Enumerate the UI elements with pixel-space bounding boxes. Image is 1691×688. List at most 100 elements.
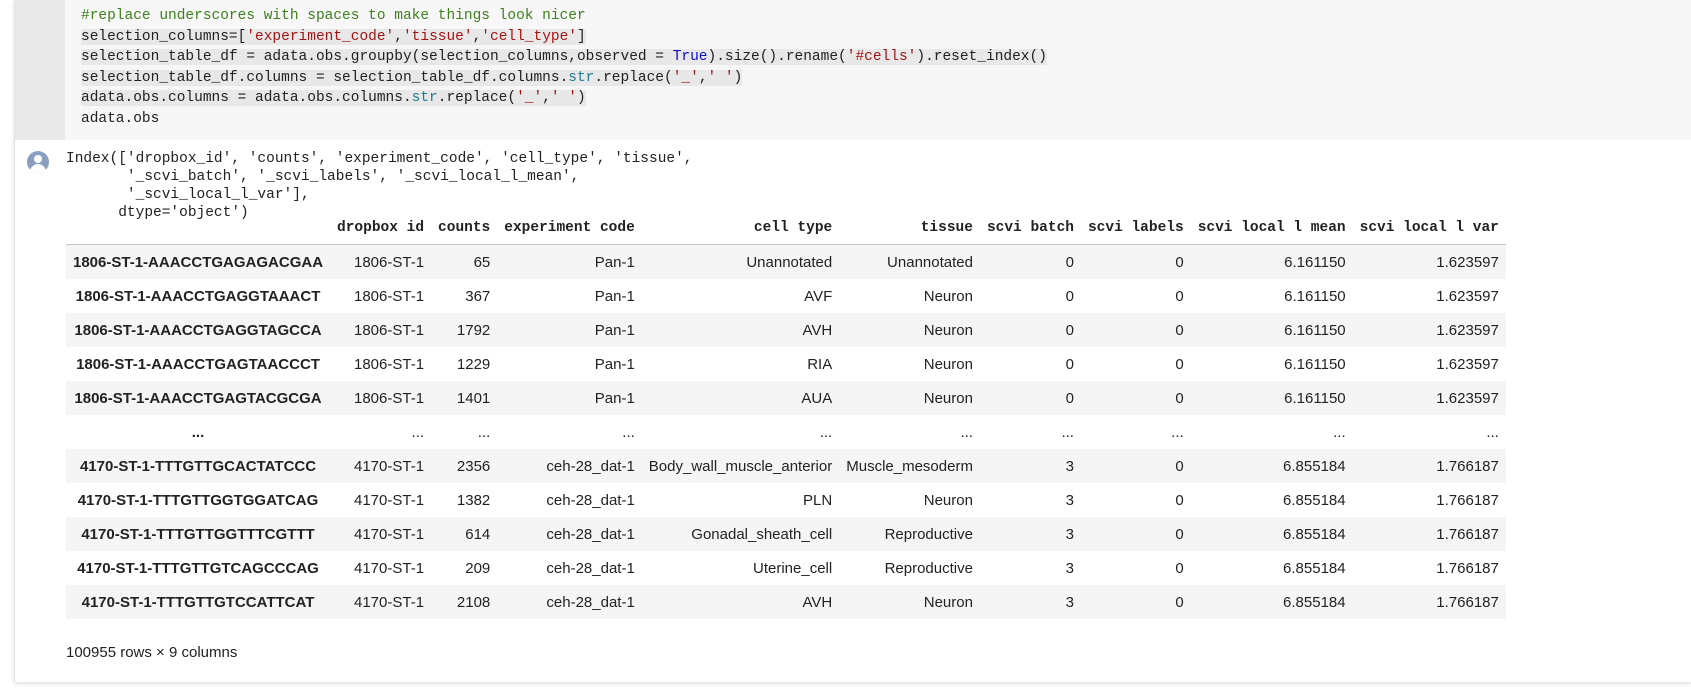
table-cell: 6.855184 (1283, 457, 1346, 475)
dataframe-shape: 100955 rows × 9 columns (66, 644, 238, 661)
table-cell: Pan-1 (594, 253, 635, 271)
table-cell: 4170-ST-1 (354, 525, 425, 543)
user-avatar-icon (27, 151, 49, 173)
table-cell: 0 (1175, 457, 1184, 475)
table-cell: 1806-ST-1 (354, 321, 425, 339)
code-token: '_' (672, 69, 699, 86)
column-header: scvi local l var (1352, 212, 1506, 245)
code-token: ).size().rename( (707, 49, 847, 65)
code-token: str (411, 90, 438, 106)
table-cell: ... (1486, 423, 1499, 441)
table-cell: 6.161150 (1284, 253, 1346, 271)
notebook: #replace underscores with spaces to make… (14, 0, 1691, 682)
table-cell: 2108 (456, 593, 491, 611)
table-cell: 4170-ST-1 (354, 457, 425, 475)
table-cell: 6.161150 (1284, 287, 1346, 305)
table-cell: 1806-ST-1 (354, 287, 425, 305)
table-cell: 209 (465, 559, 491, 577)
table-cell: 3 (1065, 525, 1074, 543)
table-cell: 4170-ST-1 (354, 559, 425, 577)
table-cell: ceh-28_dat-1 (546, 525, 635, 543)
table-cell: 0 (1065, 389, 1074, 407)
code-token: 'cell_type' (481, 28, 578, 45)
code-token: ) (577, 90, 586, 106)
code-token: ).reset_index() (916, 49, 1047, 65)
code-token: ) (733, 69, 743, 86)
table-cell: 3 (1065, 457, 1074, 475)
column-header: experiment code (497, 212, 642, 245)
table-cell: 0 (1175, 355, 1184, 373)
table-cell: 6.855184 (1283, 525, 1346, 543)
table-cell: 1382 (456, 491, 491, 509)
table-cell: 6.161150 (1284, 355, 1346, 373)
table-row: 1806-ST-1-AAACCTGAGGTAGCCA 1806-ST-1 1792 P… (66, 313, 1506, 347)
table-cell: 1.766187 (1436, 457, 1499, 475)
table-cell: 6.855184 (1283, 491, 1346, 509)
column-header: tissue (839, 212, 980, 245)
table-cell: Pan-1 (594, 321, 635, 339)
table-cell: RIA (807, 355, 833, 373)
table-cell: 1.623597 (1436, 287, 1499, 305)
code-token: 'experiment_code' (246, 28, 395, 45)
table-cell: Pan-1 (594, 287, 635, 305)
code-cell[interactable]: #replace underscores with spaces to make… (15, 0, 1691, 140)
table-cell: 1229 (456, 355, 491, 373)
code-token: ' ' (550, 90, 578, 106)
table-cell: 1792 (456, 321, 491, 339)
table-cell: AVH (802, 593, 833, 611)
table-cell: 0 (1065, 355, 1074, 373)
table-cell: ceh-28_dat-1 (546, 559, 635, 577)
code-token: ' ' (707, 69, 734, 86)
input-prompt-gutter (15, 0, 65, 140)
row-index: 1806-ST-1-AAACCTGAGGTAAACT (75, 287, 321, 305)
table-cell: 1806-ST-1 (354, 389, 425, 407)
code-token: '_' (516, 90, 543, 106)
table-cell: 1.766187 (1436, 593, 1499, 611)
row-index: 1806-ST-1-AAACCTGAGTACGCGA (74, 389, 322, 407)
code-token: , (472, 28, 482, 45)
table-cell: 4170-ST-1 (354, 593, 425, 611)
table-cell: 65 (473, 253, 491, 271)
table-cell: 0 (1175, 525, 1184, 543)
table-cell: Neuron (923, 389, 973, 407)
code-token: adata.obs (81, 110, 160, 127)
code-line: selection_table_df.columns = selection_t… (81, 68, 1047, 89)
column-header: dropbox id (330, 212, 432, 245)
code-line: selection_table_df = adata.obs.groupby(s… (81, 47, 1047, 68)
row-index: 4170-ST-1-TTTGTTGTCAGCCCAG (77, 559, 319, 577)
row-index: 4170-ST-1-TTTGTTGGTGGATCAG (77, 491, 319, 509)
code-text[interactable]: #replace underscores with spaces to make… (81, 6, 1047, 129)
table-cell: AUA (801, 389, 833, 407)
table-cell: 0 (1065, 287, 1074, 305)
table-cell: ... (1061, 423, 1074, 441)
code-token: selection_table_df.columns = selection_t… (81, 69, 569, 86)
table-cell: Gonadal_sheath_cell (691, 525, 833, 543)
table-cell: ... (1333, 423, 1346, 441)
table-cell: 1.623597 (1436, 321, 1499, 339)
table-cell: 0 (1065, 321, 1074, 339)
table-cell: Neuron (923, 355, 973, 373)
table-cell: Reproductive (884, 559, 973, 577)
table-cell: 6.161150 (1284, 321, 1346, 339)
table-cell: Neuron (923, 321, 973, 339)
table-cell: ceh-28_dat-1 (546, 491, 635, 509)
table-cell: 614 (465, 525, 491, 543)
code-editor-background (813, 0, 1691, 140)
table-cell: Muscle_mesoderm (846, 457, 973, 475)
table-cell: 0 (1175, 491, 1184, 509)
row-index: 1806-ST-1-AAACCTGAGGTAGCCA (74, 321, 322, 339)
code-token: '#cells' (846, 49, 917, 65)
code-token: , (542, 90, 551, 106)
table-cell: 1806-ST-1 (354, 355, 425, 373)
table-cell: 1.766187 (1436, 559, 1499, 577)
table-cell: PLN (803, 491, 833, 509)
row-index: 4170-ST-1-TTTGTTGCACTATCCC (79, 457, 317, 475)
table-cell: 0 (1175, 559, 1184, 577)
row-index: 1806-ST-1-AAACCTGAGAGACGAA (73, 253, 324, 271)
